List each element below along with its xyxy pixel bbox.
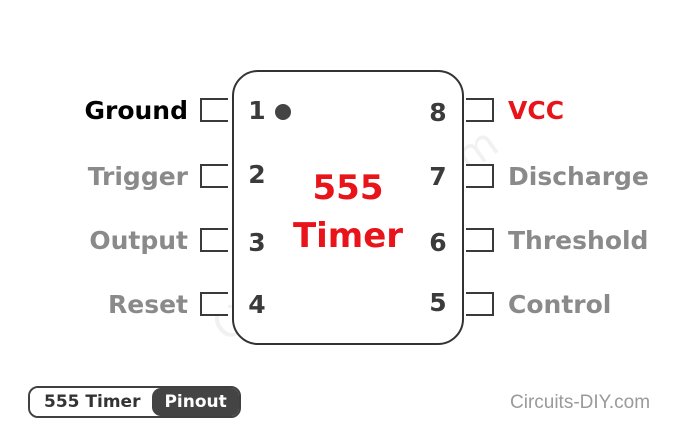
- pin-1-lead: [200, 98, 228, 122]
- pin-8-label: VCC: [508, 96, 565, 125]
- title-badge: 555 Timer Pinout: [28, 386, 241, 418]
- brand-logo-text: Circuits-DIY.com: [510, 392, 651, 413]
- pin-4-label: Reset: [108, 290, 188, 319]
- pin-4-lead: [200, 292, 228, 316]
- badge-title: 555 Timer: [30, 388, 153, 416]
- pin-8-number: 8: [429, 98, 447, 127]
- pin-2-lead: [200, 164, 228, 188]
- ic-body: [232, 70, 464, 345]
- pin-5-label: Control: [508, 290, 612, 319]
- pin-5-number: 5: [429, 288, 447, 317]
- pin-3-label: Output: [89, 226, 188, 255]
- pin-5-lead: [466, 292, 494, 316]
- pin-1-label: Ground: [84, 96, 188, 125]
- pin-4-number: 4: [248, 290, 266, 319]
- pin1-marker-dot: [275, 104, 291, 120]
- pin-1-number: 1: [248, 96, 266, 125]
- chip-title-number: 555: [312, 168, 384, 208]
- pin-6-number: 6: [429, 228, 447, 257]
- pin-6-label: Threshold: [508, 226, 649, 255]
- pin-3-lead: [200, 228, 228, 252]
- pin-7-number: 7: [429, 162, 447, 191]
- pin-7-lead: [466, 164, 494, 188]
- pin-6-lead: [466, 228, 494, 252]
- pin-2-number: 2: [248, 160, 266, 189]
- badge-subtitle: Pinout: [152, 388, 239, 416]
- chip-title-name: Timer: [292, 216, 404, 256]
- pin-8-lead: [466, 98, 494, 122]
- pin-3-number: 3: [248, 228, 266, 257]
- pin-2-label: Trigger: [87, 162, 188, 191]
- pin-7-label: Discharge: [508, 162, 649, 191]
